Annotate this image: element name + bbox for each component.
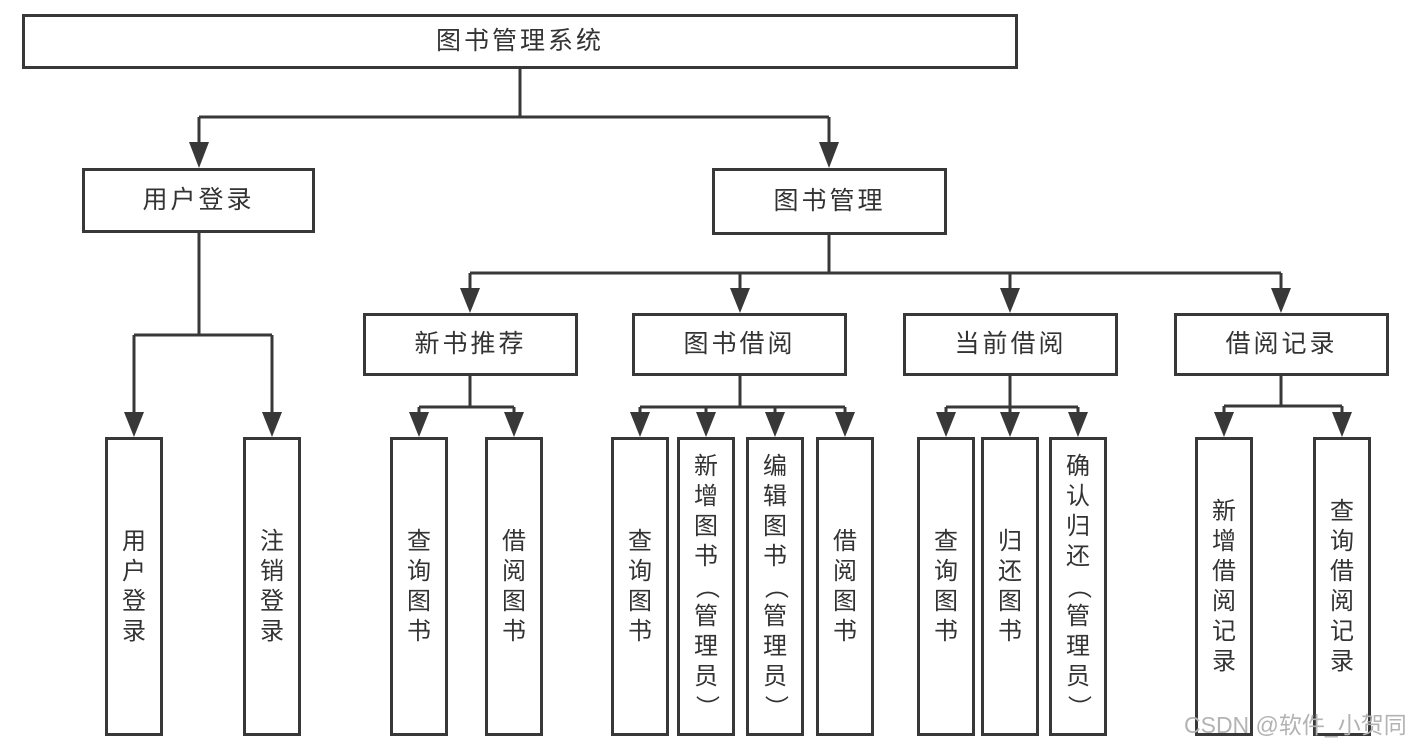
leaf-confirm-return-admin: 确认归还（管理员） [1049, 437, 1107, 736]
leaf-borrow-books: 借阅图书 [816, 437, 874, 736]
leaf-borrow-books-recommend: 借阅图书 [485, 437, 543, 736]
csdn-watermark: CSDN @软件_小贺同学 [1184, 712, 1405, 738]
leaf-add-borrow-record: 新增借阅记录 [1195, 437, 1253, 736]
node-book-management: 图书管理 [712, 168, 947, 235]
leaf-return-books: 归还图书 [981, 437, 1039, 736]
leaf-edit-books-admin: 编辑图书（管理员） [746, 437, 804, 736]
node-current-borrowing: 当前借阅 [903, 313, 1118, 376]
node-new-book-recommend: 新书推荐 [363, 313, 578, 376]
leaf-query-books-borrowing: 查询图书 [611, 437, 669, 736]
leaf-query-books-current: 查询图书 [917, 437, 975, 736]
node-user-login: 用户登录 [82, 168, 315, 233]
leaf-logout: 注销登录 [243, 437, 301, 736]
node-borrowing-records: 借阅记录 [1174, 313, 1389, 376]
leaf-user-login: 用户登录 [105, 437, 163, 736]
leaf-query-borrow-record: 查询借阅记录 [1313, 437, 1371, 736]
node-book-borrowing: 图书借阅 [632, 313, 847, 376]
leaf-query-books-recommend: 查询图书 [390, 437, 448, 736]
leaf-add-books-admin: 新增图书（管理员） [677, 437, 735, 736]
node-root: 图书管理系统 [22, 14, 1018, 69]
